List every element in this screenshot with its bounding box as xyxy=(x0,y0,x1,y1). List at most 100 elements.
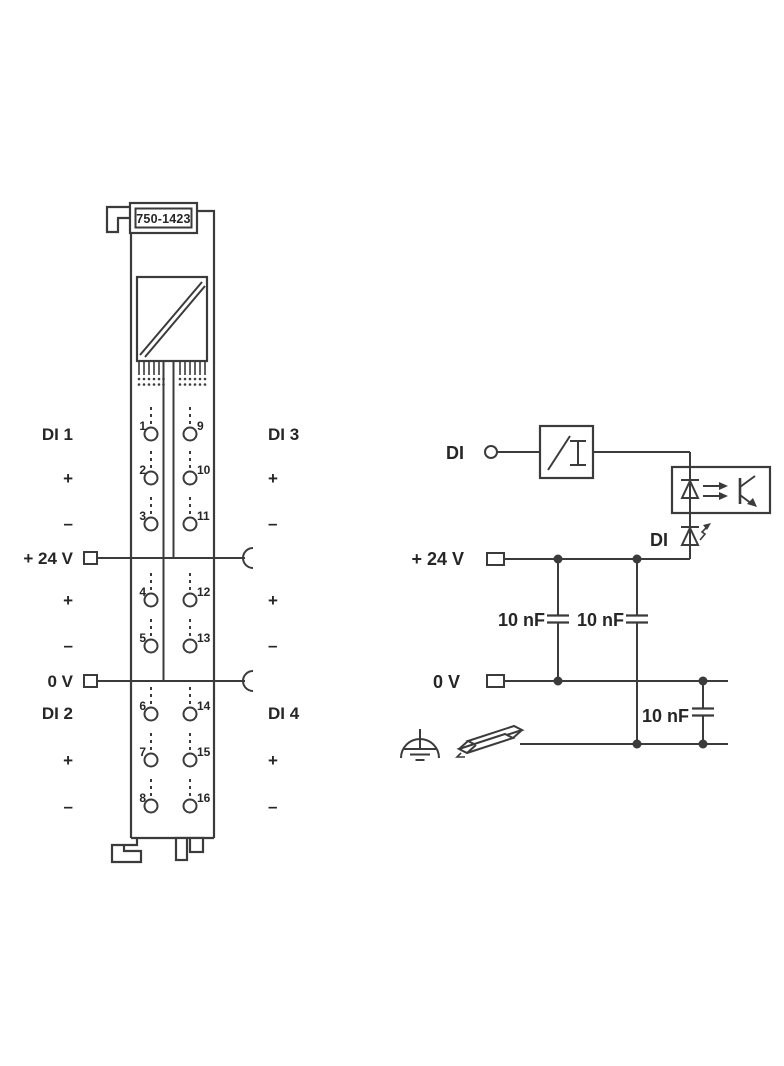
label-minus: – xyxy=(268,636,277,655)
phototransistor-icon xyxy=(738,475,757,507)
input-filter-box xyxy=(538,424,690,480)
terminal-contact xyxy=(182,638,198,654)
terminal-row: 3 11 xyxy=(139,497,210,532)
terminal-contact xyxy=(143,426,159,442)
terminal-contact xyxy=(182,470,198,486)
terminal-contact xyxy=(182,592,198,608)
label-0v: 0 V xyxy=(47,672,73,691)
terminal-number: 10 xyxy=(197,463,211,477)
capacitor-3: 10 nF xyxy=(642,681,714,744)
earth-ground-icon xyxy=(400,729,440,761)
optocoupler-frame xyxy=(670,465,772,515)
capacitor-1: 10 nF xyxy=(498,559,569,681)
terminal-number: 5 xyxy=(139,631,146,645)
capacitor-2: 10 nF xyxy=(577,559,648,744)
zero-v-label: 0 V xyxy=(433,672,460,692)
di-input-label: DI xyxy=(446,443,464,463)
left-pin-labels: DI 1 + – + 24 V + – 0 V DI 2 + – xyxy=(23,425,73,816)
junction-dot xyxy=(553,676,563,686)
filter-current-symbol xyxy=(570,440,586,466)
terminal-number: 7 xyxy=(139,745,146,759)
terminal-number: 13 xyxy=(197,631,211,645)
label-plus: + xyxy=(268,751,278,770)
led-indicators xyxy=(137,362,207,386)
terminal-number: 2 xyxy=(139,463,146,477)
supply-terminal-connector xyxy=(83,551,98,565)
led-pins xyxy=(138,362,206,375)
power-rail-24v xyxy=(83,547,254,569)
part-label-inner-frame xyxy=(134,207,193,229)
capacitor-value-label: 10 nF xyxy=(498,610,545,630)
terminal-contact xyxy=(143,752,159,768)
module-feet xyxy=(110,836,205,864)
optocoupler xyxy=(670,465,772,515)
terminal-row: 5 13 xyxy=(139,619,211,654)
power-rail-0v xyxy=(83,670,254,692)
io-module: 750-1423 xyxy=(23,201,300,864)
terminal-contact xyxy=(143,470,159,486)
terminal-number: 11 xyxy=(197,509,210,523)
label-minus: – xyxy=(64,797,73,816)
supply-24v-label: + 24 V xyxy=(411,549,464,569)
part-number: 750-1423 xyxy=(136,212,190,226)
display-diagonal-1 xyxy=(139,281,203,356)
terminal-contact xyxy=(182,752,198,768)
zero-terminal-connector xyxy=(486,674,505,688)
right-pin-labels: DI 3 + – + – DI 4 + – xyxy=(268,425,300,816)
mounting-foot-right xyxy=(188,836,205,854)
light-arrows-icon xyxy=(703,482,728,500)
terminal-rows: 1 9 2 10 3 11 4 12 xyxy=(139,407,211,814)
supply-24v-line: + 24 V xyxy=(411,549,690,569)
mounting-foot-middle xyxy=(174,836,189,862)
terminal-row: 1 9 xyxy=(139,407,204,442)
label-minus: – xyxy=(64,636,73,655)
terminal-row: 4 12 xyxy=(139,573,211,608)
label-di4: DI 4 xyxy=(268,704,300,723)
terminal-number: 12 xyxy=(197,585,211,599)
label-plus: + xyxy=(63,751,73,770)
label-24v: + 24 V xyxy=(23,549,73,568)
terminal-contact xyxy=(143,638,159,654)
power-jumper-contact-0v xyxy=(242,670,254,692)
label-plus: + xyxy=(268,469,278,488)
label-di3: DI 3 xyxy=(268,425,299,444)
label-minus: – xyxy=(268,797,277,816)
terminal-number: 3 xyxy=(139,509,146,523)
terminal-contact xyxy=(143,516,159,532)
zero-terminal-connector xyxy=(83,674,98,688)
di-led-indicator: DI xyxy=(650,523,711,550)
internal-bus-lines xyxy=(162,362,175,681)
terminal-contact xyxy=(143,798,159,814)
module-part-label: 750-1423 xyxy=(128,201,199,235)
capacitor-value-label: 10 nF xyxy=(577,610,624,630)
terminal-number: 15 xyxy=(197,745,211,759)
filter-ramp-symbol xyxy=(547,435,571,471)
terminal-contact xyxy=(182,426,198,442)
terminal-number: 16 xyxy=(197,791,211,805)
led-diode-icon xyxy=(680,525,700,546)
terminal-number: 9 xyxy=(197,419,204,433)
label-di2: DI 2 xyxy=(42,704,73,723)
ground-chassis-line xyxy=(520,739,728,749)
power-jumper-contact-24v xyxy=(242,547,254,569)
terminal-contact xyxy=(182,516,198,532)
label-plus: + xyxy=(63,591,73,610)
terminal-row: 6 14 xyxy=(139,687,211,722)
terminal-number: 8 xyxy=(139,791,146,805)
filter-frame xyxy=(538,424,595,480)
display-diagonal-2 xyxy=(144,285,206,358)
led-flash-icon xyxy=(699,523,711,541)
di-input: DI xyxy=(446,443,540,463)
terminal-number: 4 xyxy=(139,585,146,599)
terminal-row: 8 16 xyxy=(139,779,211,814)
terminal-number: 6 xyxy=(139,699,146,713)
mounting-tab-top-left xyxy=(105,205,129,234)
circuit-schematic: DI xyxy=(400,424,772,761)
terminal-number: 1 xyxy=(139,419,146,433)
terminal-number: 14 xyxy=(197,699,211,713)
terminal-row: 2 10 xyxy=(139,451,211,486)
label-plus: + xyxy=(268,591,278,610)
zero-v-line: 0 V xyxy=(433,672,728,692)
